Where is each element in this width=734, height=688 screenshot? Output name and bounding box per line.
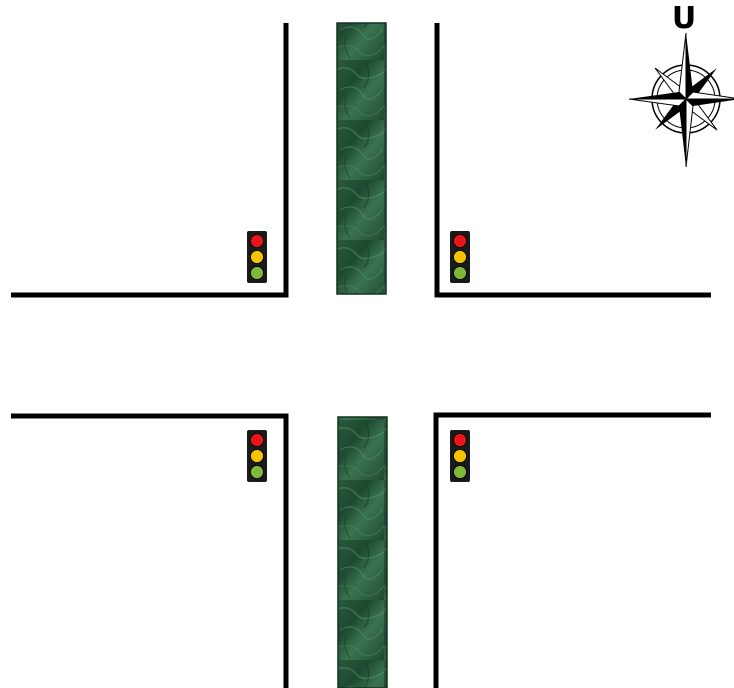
lamp-green [454,466,467,479]
lamp-green [251,466,264,479]
traffic-light-southeast [450,430,470,482]
curb-northwest [11,23,286,295]
lamp-yellow [251,450,264,463]
lamp-red [454,235,467,248]
lamp-yellow [454,450,467,463]
lamp-red [251,434,264,447]
lamp-red [251,235,264,248]
traffic-light-southwest [247,430,267,482]
curb-southeast [436,415,711,688]
traffic-light-northwest [247,231,267,283]
curb-northeast [437,23,711,295]
lamp-green [251,267,264,280]
lamp-yellow [251,251,264,264]
traffic-light-northeast [450,231,470,283]
median-south [338,417,387,688]
lamp-red [454,434,467,447]
median-north [337,23,386,294]
compass-rose-icon [629,33,734,167]
lamp-yellow [454,251,467,264]
compass-north-label: U [664,2,704,36]
lamp-green [454,267,467,280]
curb-southwest [11,416,286,688]
